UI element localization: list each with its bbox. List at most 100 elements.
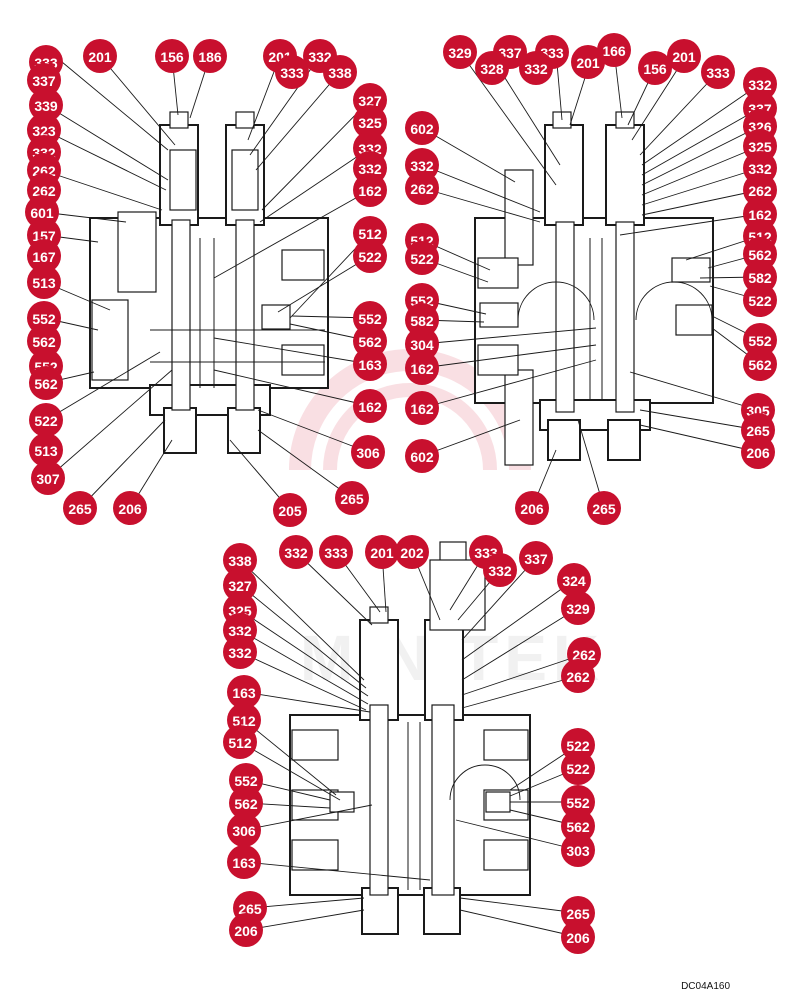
callout-badge: 262 xyxy=(743,173,777,207)
callout-badge: 338 xyxy=(223,543,257,577)
callout-badge: 206 xyxy=(561,920,595,954)
callout-number: 206 xyxy=(566,930,590,946)
callout-number: 522 xyxy=(358,249,382,265)
diagram-code: DC04A160 xyxy=(681,981,730,992)
callout-badge: 262 xyxy=(405,171,439,205)
callout-number: 202 xyxy=(400,545,424,561)
callout-number: 265 xyxy=(746,423,770,439)
callout-circle xyxy=(405,111,439,145)
callout-number: 307 xyxy=(36,471,60,487)
callout-badge: 522 xyxy=(561,751,595,785)
callout-circle xyxy=(519,51,553,85)
callout-circle xyxy=(561,751,595,785)
callout-badge: 265 xyxy=(63,491,97,525)
callout-circle xyxy=(353,105,387,139)
callout-badge: 304 xyxy=(405,327,439,361)
valve-view-2 xyxy=(474,111,714,466)
callout-number: 325 xyxy=(358,115,382,131)
callout-badge: 201 xyxy=(571,45,605,79)
callout-circle xyxy=(29,433,63,467)
callout-number: 265 xyxy=(566,906,590,922)
callout-badge: 202 xyxy=(395,535,429,569)
callout-circle xyxy=(483,553,517,587)
valve-view-1 xyxy=(89,111,329,454)
callout-circle xyxy=(743,323,777,357)
callout-badge: 166 xyxy=(597,33,631,67)
callout-number: 323 xyxy=(32,123,56,139)
callout-circle xyxy=(561,785,595,819)
callout-number: 166 xyxy=(602,43,626,59)
callout-badge: 265 xyxy=(335,481,369,515)
callout-number: 162 xyxy=(358,183,382,199)
callout-number: 206 xyxy=(118,501,142,517)
callout-number: 602 xyxy=(410,449,434,465)
callout-number: 333 xyxy=(280,65,304,81)
callout-badge: 156 xyxy=(155,39,189,73)
callout-number: 201 xyxy=(576,55,600,71)
callout-circle xyxy=(275,55,309,89)
callout-number: 562 xyxy=(748,357,772,373)
callout-number: 562 xyxy=(748,247,772,263)
callout-circle xyxy=(405,303,439,337)
callout-circle xyxy=(561,896,595,930)
callout-badge: 162 xyxy=(353,389,387,423)
callout-circle xyxy=(561,591,595,625)
callout-number: 332 xyxy=(308,49,332,65)
callout-number: 163 xyxy=(358,357,382,373)
callout-circle xyxy=(227,845,261,879)
callout-badge: 206 xyxy=(741,435,775,469)
callout-number: 552 xyxy=(566,795,590,811)
callout-badge: 522 xyxy=(405,241,439,275)
callout-number: 157 xyxy=(32,228,56,244)
callout-number: 306 xyxy=(232,823,256,839)
callout-circle xyxy=(353,389,387,423)
callout-number: 163 xyxy=(232,855,256,871)
callout-circle xyxy=(223,568,257,602)
callout-number: 328 xyxy=(480,61,504,77)
callout-badge: 163 xyxy=(227,845,261,879)
callout-circle xyxy=(29,403,63,437)
callout-number: 167 xyxy=(32,249,56,265)
callout-circle xyxy=(561,833,595,867)
callout-badge: 162 xyxy=(353,173,387,207)
callout-circle xyxy=(155,39,189,73)
callout-circle xyxy=(27,265,61,299)
callout-number: 327 xyxy=(358,93,382,109)
callout-circle xyxy=(229,786,263,820)
callout-number: 601 xyxy=(30,205,54,221)
callout-number: 512 xyxy=(232,713,256,729)
callout-number: 201 xyxy=(88,49,112,65)
callout-badge: 307 xyxy=(31,461,65,495)
callout-circle xyxy=(353,347,387,381)
callout-badge: 167 xyxy=(27,239,61,273)
callout-circle xyxy=(405,327,439,361)
callout-badge: 329 xyxy=(443,35,477,69)
callout-badge: 162 xyxy=(405,391,439,425)
callout-number: 262 xyxy=(748,183,772,199)
callout-badge: 339 xyxy=(29,88,63,122)
callout-badge: 324 xyxy=(557,563,591,597)
callout-badge: 562 xyxy=(27,324,61,358)
callout-badge: 562 xyxy=(561,809,595,843)
callout-circle xyxy=(193,39,227,73)
callout-circle xyxy=(323,55,357,89)
callout-number: 304 xyxy=(410,337,434,353)
callout-number: 162 xyxy=(358,399,382,415)
callout-number: 522 xyxy=(410,251,434,267)
callout-number: 329 xyxy=(566,601,590,617)
callout-number: 206 xyxy=(520,501,544,517)
callout-number: 206 xyxy=(234,923,258,939)
callout-number: 552 xyxy=(358,311,382,327)
callout-circle xyxy=(405,391,439,425)
callout-circle xyxy=(667,39,701,73)
callout-badge: 163 xyxy=(227,675,261,709)
callout-number: 522 xyxy=(748,293,772,309)
callout-circle xyxy=(223,725,257,759)
callout-circle xyxy=(701,55,735,89)
callout-circle xyxy=(405,351,439,385)
callout-circle xyxy=(335,481,369,515)
callout-number: 562 xyxy=(234,796,258,812)
callout-number: 337 xyxy=(32,73,56,89)
